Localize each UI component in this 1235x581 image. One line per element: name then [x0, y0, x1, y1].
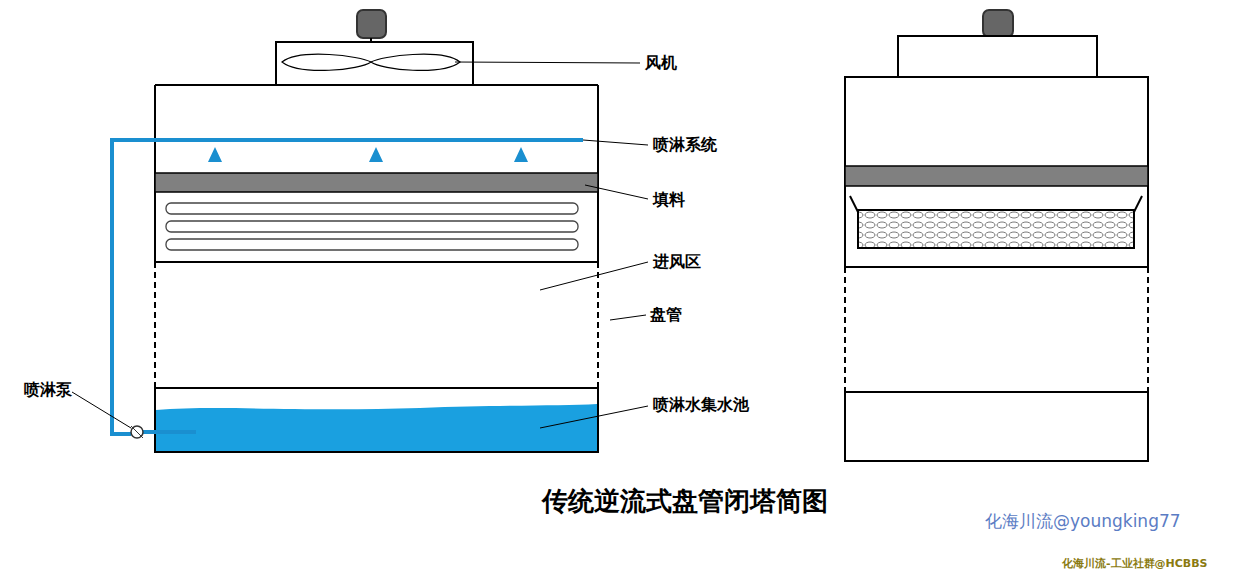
part-label: 喷淋泵 — [24, 380, 72, 399]
part-label: 盘管 — [650, 305, 682, 324]
part-label: 填料 — [653, 190, 685, 209]
part-label: 风机 — [645, 53, 677, 72]
watermark: 化海川流@youngking77 — [985, 511, 1181, 531]
watermark: 化海川流-工业社群@HCBBS — [1062, 557, 1208, 570]
diagram-title: 传统逆流式盘管闭塔简图 — [542, 486, 828, 517]
part-label: 进风区 — [653, 252, 701, 271]
part-label: 喷淋系统 — [653, 135, 717, 154]
part-label: 喷淋水集水池 — [653, 395, 749, 414]
